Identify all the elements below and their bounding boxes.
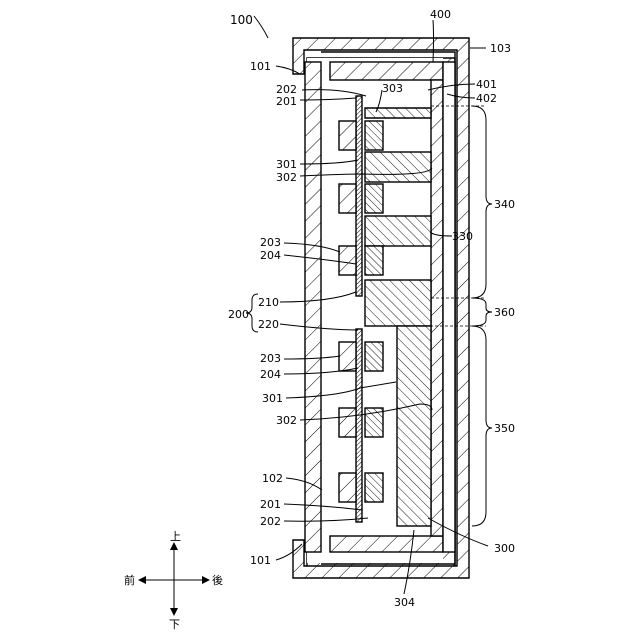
label-401: 401	[476, 78, 497, 91]
label-201-top: 201	[276, 95, 297, 108]
label-400: 400	[430, 8, 451, 21]
label-360: 360	[494, 306, 515, 319]
label-350: 350	[494, 422, 515, 435]
label-330: 330	[452, 230, 473, 243]
label-300: 300	[494, 542, 515, 555]
wall-102	[305, 62, 321, 552]
label-340: 340	[494, 198, 515, 211]
label-102: 102	[262, 472, 283, 485]
label-301-lower: 301	[262, 392, 283, 405]
direction-back: 後	[212, 573, 223, 587]
direction-compass: 上 下 前 後	[124, 530, 223, 631]
label-204-lower: 204	[260, 368, 281, 381]
label-210: 210	[258, 296, 279, 309]
label-402: 402	[476, 92, 497, 105]
label-101-bottom: 101	[250, 554, 271, 567]
fin-upper-1	[365, 152, 431, 182]
label-203-lower: 203	[260, 352, 281, 365]
frame-400-top	[330, 62, 443, 80]
plate-220	[356, 329, 362, 522]
fin-upper-2	[365, 216, 431, 246]
label-103: 103	[490, 42, 511, 55]
body-300-lower	[397, 326, 431, 526]
plate-210	[356, 96, 362, 296]
label-302-upper: 302	[276, 171, 297, 184]
label-204-upper: 204	[260, 249, 281, 262]
label-303: 303	[382, 82, 403, 95]
label-302-lower: 302	[276, 414, 297, 427]
gap-402	[443, 62, 455, 552]
body-300	[365, 108, 431, 118]
direction-down: 下	[169, 618, 180, 631]
label-200: 200	[228, 308, 249, 321]
label-201-bottom: 201	[260, 498, 281, 511]
label-220: 220	[258, 318, 279, 331]
frame-400-bottom	[330, 536, 443, 552]
label-101-top: 101	[250, 60, 271, 73]
label-100: 100	[230, 13, 253, 27]
label-301-upper: 301	[276, 158, 297, 171]
direction-front: 前	[124, 573, 135, 587]
label-203-upper: 203	[260, 236, 281, 249]
direction-up: 上	[170, 530, 181, 543]
frame-400-right	[431, 80, 443, 536]
label-202-bottom: 202	[260, 515, 281, 528]
braces-right	[472, 106, 492, 526]
label-304: 304	[394, 596, 415, 609]
fin-upper-3	[365, 280, 431, 326]
